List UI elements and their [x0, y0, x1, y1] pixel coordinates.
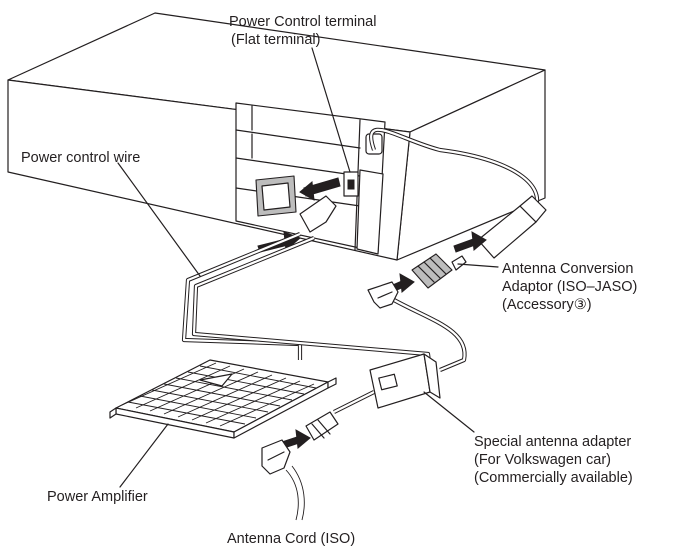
flat-terminal-pin [347, 179, 355, 190]
label-power-amplifier: Power Amplifier [47, 489, 148, 505]
leader-special-antenna-adapter [423, 391, 475, 433]
leader-lines [117, 47, 499, 488]
power-amplifier [109, 359, 337, 439]
head-unit [7, 12, 546, 261]
label-flat-terminal: (Flat terminal) [231, 32, 320, 48]
leader-power-control-wire [117, 162, 201, 277]
labels: Power Control terminal (Flat terminal) P… [21, 14, 637, 547]
label-antenna-cord: Antenna Cord (ISO) [227, 531, 355, 547]
arrow-to-terminal-head [299, 181, 315, 201]
label-antenna-conversion-line2: Adaptor (ISO–JASO) [502, 279, 637, 295]
label-antenna-conversion-line1: Antenna Conversion [502, 261, 633, 277]
l-plug [367, 281, 399, 309]
flat-plug [299, 195, 337, 233]
leader-power-control-terminal [311, 47, 351, 173]
amplifier-top [115, 359, 329, 433]
label-power-control-wire: Power control wire [21, 150, 140, 166]
conversion-adaptor-body [411, 253, 453, 289]
adapter-pin-plug [305, 411, 339, 441]
antenna-conversion-adaptor [367, 195, 547, 309]
antenna-cord-tail [285, 469, 299, 521]
connector-face [261, 182, 291, 211]
antenna-cord-plug [261, 439, 291, 475]
label-power-control-terminal: Power Control terminal [229, 14, 376, 30]
rear-panel-column [356, 169, 384, 255]
label-special-adapter-line1: Special antenna adapter [474, 434, 631, 450]
label-special-adapter-line2: (For Volkswagen car) [474, 452, 611, 468]
label-special-adapter-line3: (Commercially available) [474, 470, 633, 486]
leader-power-amplifier [119, 423, 169, 488]
label-antenna-conversion-line3: (Accessory③) [502, 297, 592, 313]
leader-antenna-conversion-adaptor [457, 263, 499, 268]
amplifier-label-plate [199, 373, 233, 387]
special-antenna-adapter [261, 353, 441, 475]
adapter-box-side [423, 353, 441, 399]
